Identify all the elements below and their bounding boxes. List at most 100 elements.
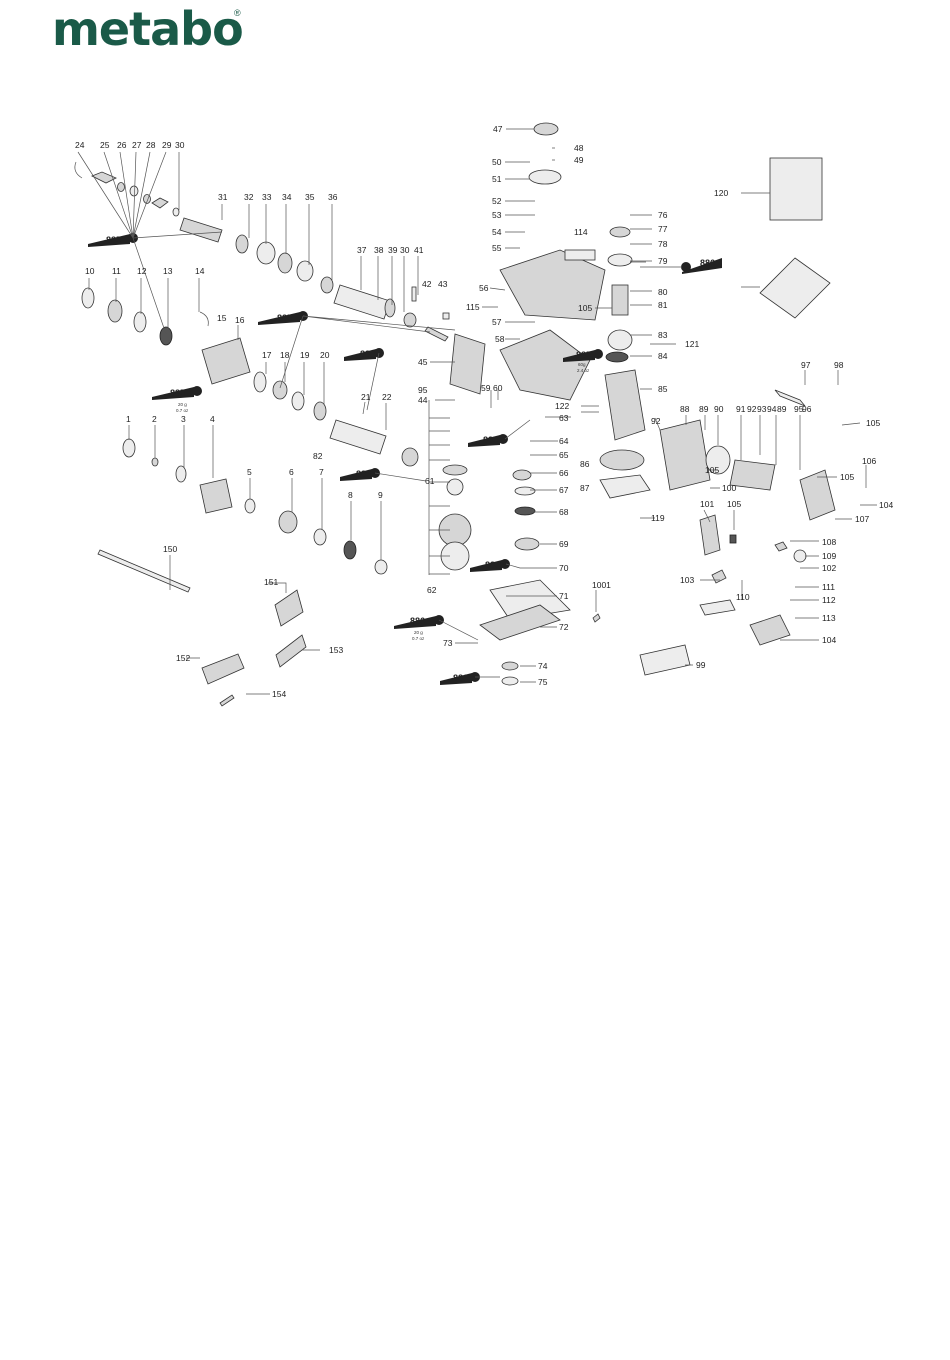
- part-number: 86: [580, 459, 590, 469]
- grease-tube-code: 886: [410, 616, 425, 626]
- part-number: 18: [280, 350, 290, 360]
- grease-tube-code: 886: [700, 258, 715, 268]
- part-number: 154: [272, 689, 286, 699]
- brand-logo: metabo: [52, 2, 244, 56]
- part-number: 71: [559, 591, 569, 601]
- part-number: 51: [492, 174, 502, 184]
- part-number: 92: [651, 416, 661, 426]
- part-number: 105: [840, 472, 854, 482]
- part-number: 77: [658, 224, 668, 234]
- part-number: 56: [479, 283, 489, 293]
- part-number: 102: [822, 563, 836, 573]
- part-number: 1: [126, 414, 131, 424]
- part-shapes-right: [438, 122, 836, 686]
- part-number: 76: [658, 210, 668, 220]
- part-number: 39: [388, 245, 398, 255]
- part-number: 94: [767, 404, 777, 414]
- part-number: 97: [801, 360, 811, 370]
- grease-tube-code: 886: [360, 349, 375, 359]
- part-number: 150: [163, 544, 177, 554]
- part-number: 12: [137, 266, 147, 276]
- part-number: 6: [289, 467, 294, 477]
- part-number: 151: [264, 577, 278, 587]
- part-number: 72: [559, 622, 569, 632]
- part-number: 41: [414, 245, 424, 255]
- part-number: 14: [195, 266, 205, 276]
- part-number: 109: [822, 551, 836, 561]
- grease-tube-code: 885: [277, 313, 292, 323]
- grease-tube-code: 885: [106, 235, 121, 245]
- part-number: 105: [727, 499, 741, 509]
- part-number: 38: [374, 245, 384, 255]
- part-number: 105: [705, 465, 719, 475]
- part-number: 93: [757, 404, 767, 414]
- part-number: 55: [492, 243, 502, 253]
- part-number: 63: [559, 413, 569, 423]
- part-number: 81: [658, 300, 668, 310]
- part-number: 30: [400, 245, 410, 255]
- part-number: 50: [492, 157, 502, 167]
- part-number: 29: [162, 140, 172, 150]
- grease-tube-note: 20 g: [178, 402, 187, 407]
- part-number: 61: [425, 476, 435, 486]
- grease-tube-1: 885: [88, 233, 138, 247]
- part-number: 79: [658, 256, 668, 266]
- grease-tube-code: 886: [453, 673, 468, 683]
- part-number: 89: [777, 404, 787, 414]
- part-number: 52: [492, 196, 502, 206]
- part-number: 92: [747, 404, 757, 414]
- part-number: 26: [117, 140, 127, 150]
- grease-tube-6: 886: [340, 468, 380, 481]
- part-number: 111: [822, 582, 835, 592]
- grease-tube-note: 20 g: [414, 630, 423, 635]
- part-number: 91: [736, 404, 746, 414]
- grease-tube-8: 886: [681, 258, 722, 274]
- part-number: 43: [438, 279, 448, 289]
- part-number: 67: [559, 485, 569, 495]
- part-number: 65: [559, 450, 569, 460]
- part-number: 44: [418, 395, 428, 405]
- part-number: 59: [481, 383, 491, 393]
- part-number: 70: [559, 563, 569, 573]
- part-number: 21: [361, 392, 371, 402]
- part-number: 105: [866, 418, 880, 428]
- part-number: 104: [879, 500, 893, 510]
- part-number: 90: [714, 404, 724, 414]
- part-number: 66: [559, 468, 569, 478]
- part-number: 64: [559, 436, 569, 446]
- part-number: 95: [418, 385, 428, 395]
- part-number: 25: [100, 140, 110, 150]
- part-number: 15: [217, 313, 227, 323]
- part-number: 78: [658, 239, 668, 249]
- part-number: 80: [658, 287, 668, 297]
- part-number: 60: [493, 383, 503, 393]
- part-number: 53: [492, 210, 502, 220]
- part-number: 68: [559, 507, 569, 517]
- part-number: 104: [822, 635, 836, 645]
- part-number: 20: [320, 350, 330, 360]
- part-number: 9: [378, 490, 383, 500]
- part-number: 30: [175, 140, 185, 150]
- part-number: 31: [218, 192, 228, 202]
- part-number: 99: [696, 660, 706, 670]
- part-number: 152: [176, 653, 190, 663]
- part-number: 122: [555, 401, 569, 411]
- part-number: 8: [348, 490, 353, 500]
- part-labels: 24 25 26 27 28 29 30 31 32 33 34 35 36 3…: [75, 124, 893, 699]
- grease-tube-note: 0.7 oz: [412, 636, 425, 641]
- part-number: 106: [862, 456, 876, 466]
- grease-tube-note: 60g: [578, 362, 586, 367]
- part-number: 33: [262, 192, 272, 202]
- grease-tube-code: 886: [485, 560, 500, 570]
- grease-tube-code: 885: [576, 350, 591, 360]
- part-number: 48: [574, 143, 584, 153]
- part-number: 85: [658, 384, 668, 394]
- part-number: 74: [538, 661, 548, 671]
- part-number: 47: [493, 124, 503, 134]
- grease-tube-11: 886: [440, 672, 480, 685]
- part-number: 105: [578, 303, 592, 313]
- part-number: 103: [680, 575, 694, 585]
- part-number: 108: [822, 537, 836, 547]
- part-number: 28: [146, 140, 156, 150]
